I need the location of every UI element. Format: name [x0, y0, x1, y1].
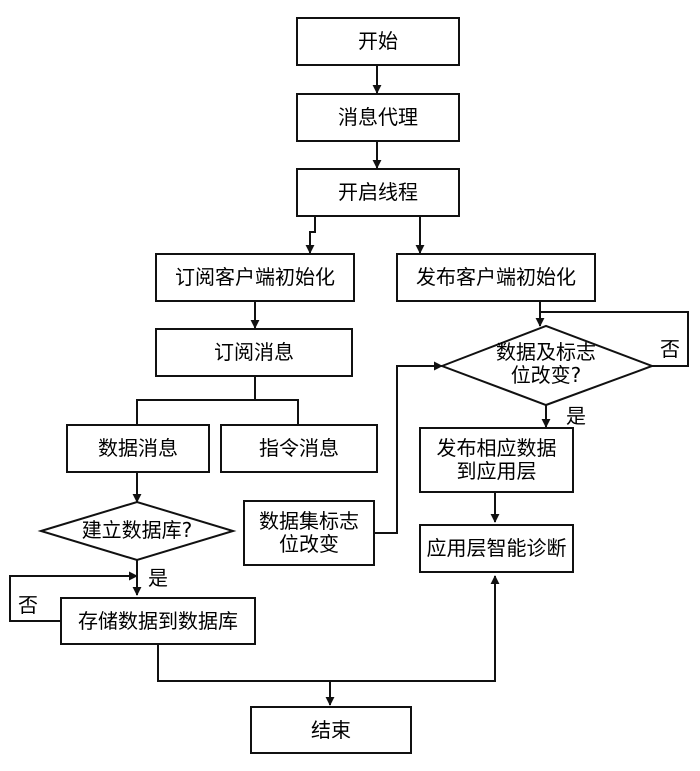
branch-sub-msg-right — [255, 399, 299, 424]
publish-node: 发布相应数据 到应用层 — [419, 427, 574, 493]
data-msg-label: 数据消息 — [98, 436, 178, 460]
no-label-flag: 否 — [660, 337, 680, 361]
decision-data-flag-check — [439, 324, 655, 407]
arrow-flag-to-check — [375, 361, 443, 534]
broker-label: 消息代理 — [338, 105, 418, 129]
broker-node: 消息代理 — [296, 93, 460, 142]
sub-msg-node: 订阅消息 — [155, 328, 353, 377]
thread-node: 开启线程 — [296, 168, 460, 217]
pub-init-label: 发布客户端初始化 — [416, 265, 576, 289]
arrow-thread-to-sub-init — [305, 217, 316, 254]
store-label: 存储数据到数据库 — [78, 608, 238, 633]
flag-change-node: 数据集标志 位改变 — [243, 500, 375, 566]
diagnose-label: 应用层智能诊断 — [426, 536, 567, 560]
start-node: 开始 — [296, 17, 460, 66]
merge-store-and-diagnose — [157, 575, 500, 682]
sub-msg-label: 订阅消息 — [214, 340, 294, 364]
cmd-msg-node: 指令消息 — [220, 424, 378, 473]
publish-label: 发布相应数据 到应用层 — [436, 436, 557, 483]
pub-init-node: 发布客户端初始化 — [396, 253, 596, 302]
no-label-db: 否 — [18, 593, 38, 617]
data-flag-check-label: 数据及标志 位改变? — [496, 340, 596, 387]
diagnose-node: 应用层智能诊断 — [419, 524, 574, 573]
end-label: 结束 — [311, 717, 351, 742]
store-node: 存储数据到数据库 — [60, 597, 256, 645]
flag-change-label: 数据集标志 位改变 — [259, 509, 359, 556]
sub-init-node: 订阅客户端初始化 — [155, 253, 355, 302]
yes-label-flag: 是 — [566, 404, 586, 428]
arrow-db-check-no-loop — [9, 571, 138, 622]
start-label: 开始 — [358, 29, 398, 53]
arrow-check-no-loop — [540, 311, 689, 367]
sub-init-label: 订阅客户端初始化 — [175, 265, 335, 289]
yes-label-db: 是 — [148, 566, 168, 590]
end-node: 结束 — [250, 706, 412, 754]
thread-label: 开启线程 — [338, 180, 418, 204]
branch-sub-msg — [136, 377, 256, 424]
db-check-label: 建立数据库? — [81, 518, 193, 542]
decision-db-check — [37, 500, 237, 562]
data-msg-node: 数据消息 — [66, 424, 210, 473]
cmd-msg-label: 指令消息 — [259, 436, 339, 460]
